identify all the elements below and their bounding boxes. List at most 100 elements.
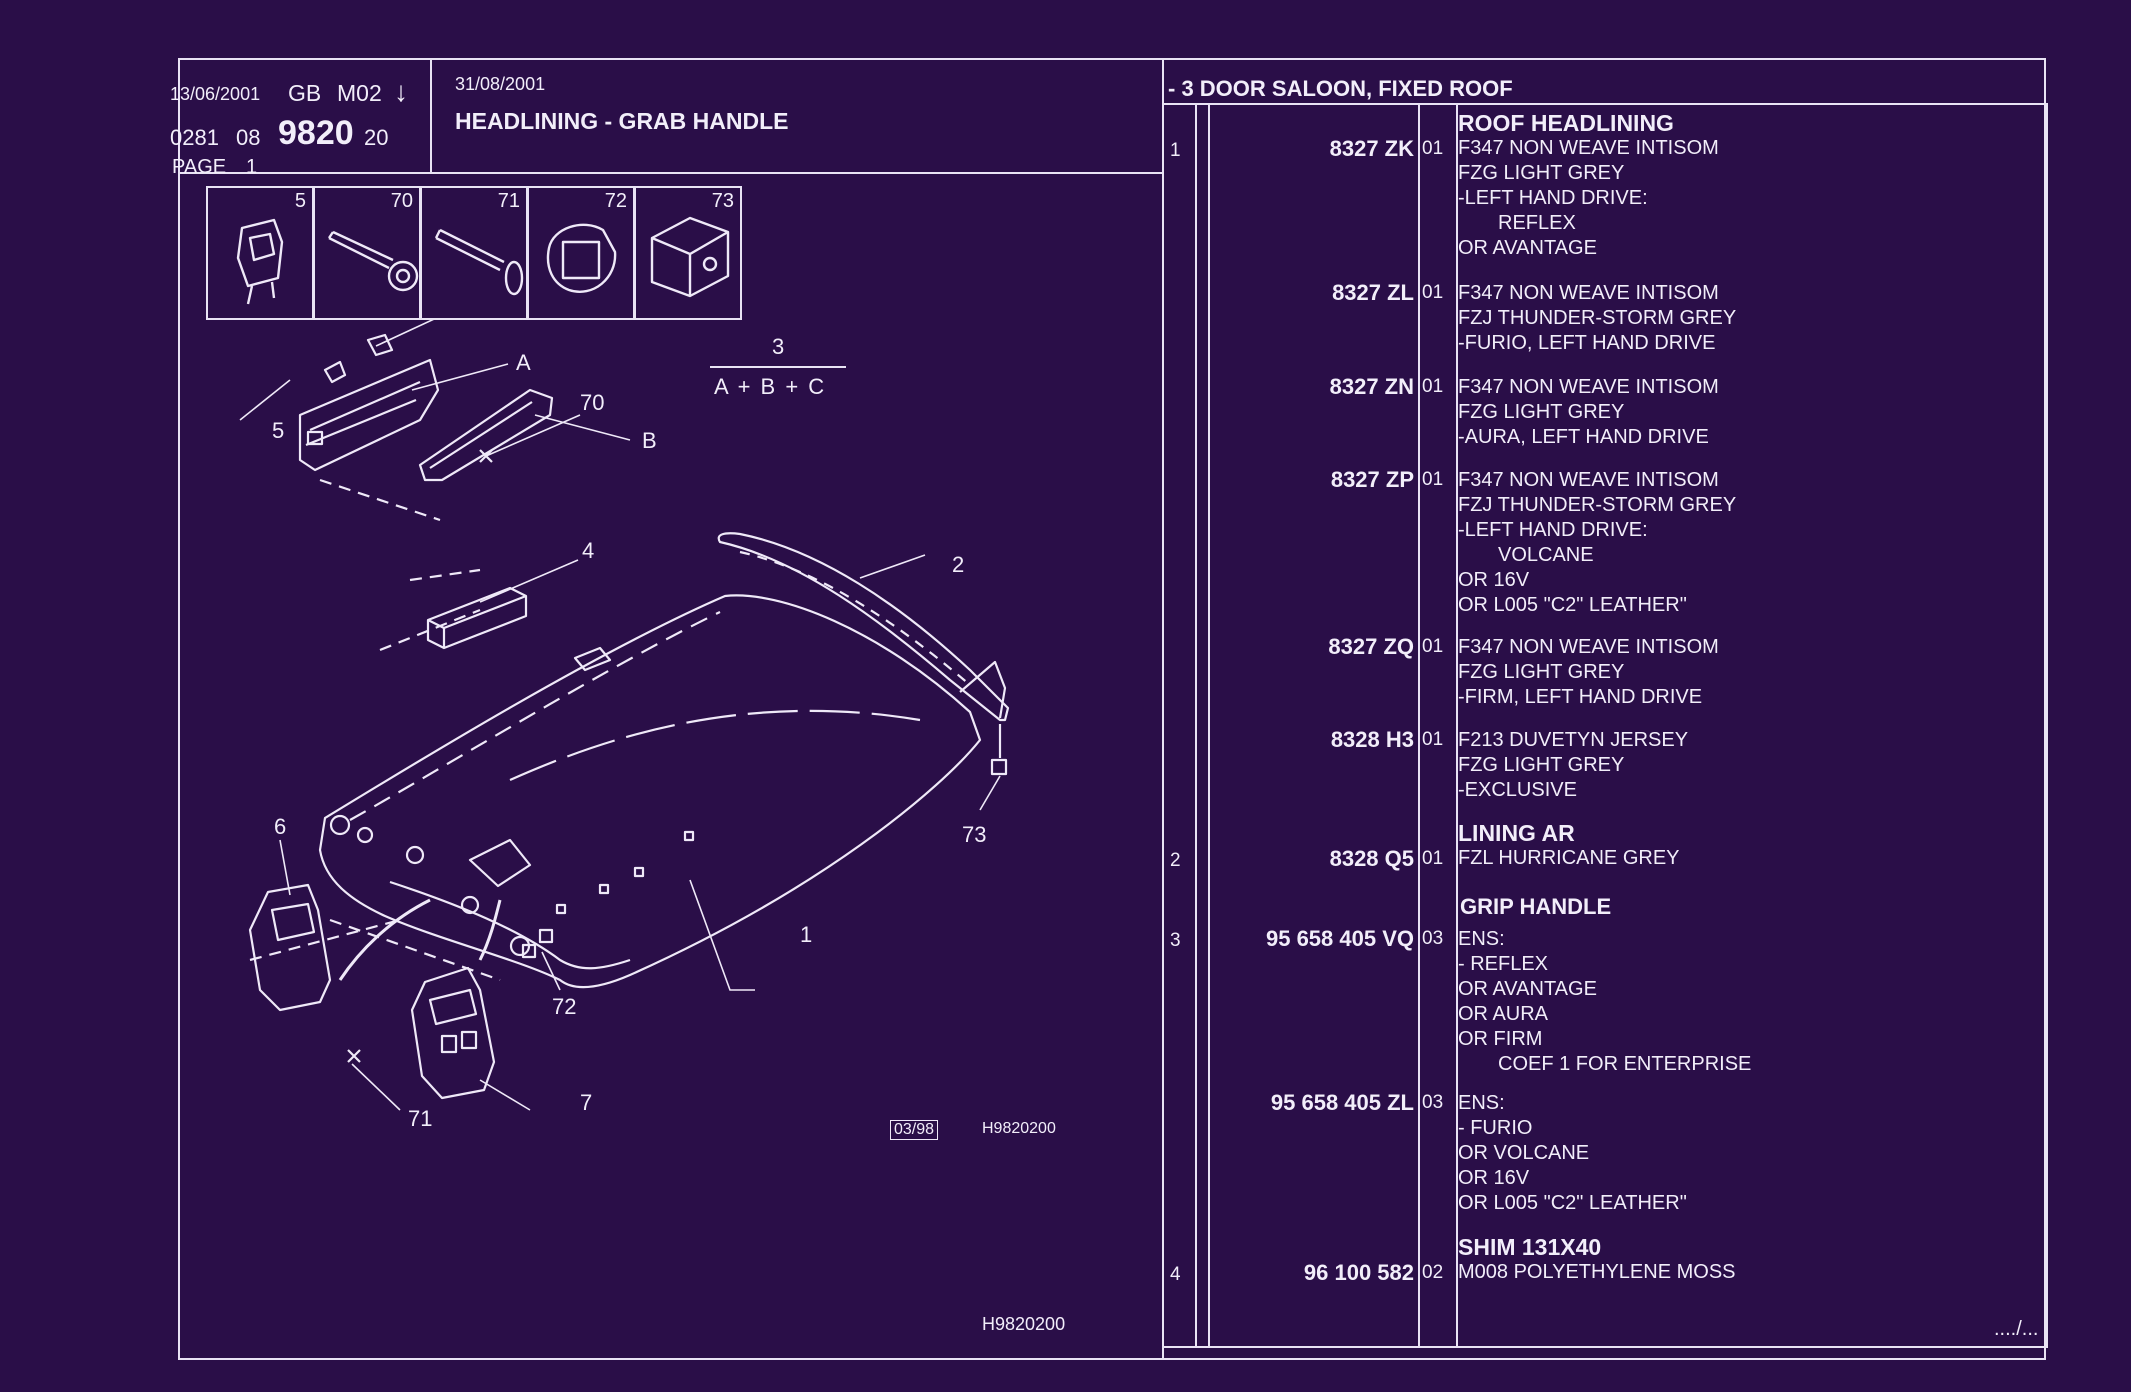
part-description-line: M008 POLYETHYLENE MOSS xyxy=(1458,1261,1736,1283)
part-description-line: -AURA, LEFT HAND DRIVE xyxy=(1458,426,1709,448)
ref-col-divider xyxy=(1208,103,1210,1348)
code-c: 20 xyxy=(364,125,389,150)
part-description-line: OR VOLCANE xyxy=(1458,1142,1590,1164)
page-title: HEADLINING - GRAB HANDLE xyxy=(455,108,789,134)
part-description-line: OR AVANTAGE xyxy=(1458,978,1597,1000)
page-frame xyxy=(178,58,2046,1360)
clip-block-icon xyxy=(650,216,730,298)
grab-handle-7 xyxy=(410,966,496,1100)
page-label: PAGE xyxy=(172,156,227,178)
part-reference: 95 658 405 ZL xyxy=(1270,1090,1414,1115)
label-2: 2 xyxy=(952,552,964,577)
label-72: 72 xyxy=(552,994,576,1019)
formula-bar xyxy=(710,366,846,368)
drawing-reference: H9820200 xyxy=(982,1120,1056,1137)
icon-number: 5 xyxy=(294,190,306,212)
quantity: 01 xyxy=(1422,469,1444,490)
part-reference: 8328 H3 xyxy=(1330,727,1414,752)
quantity: 02 xyxy=(1422,1262,1444,1283)
part-reference: 8327 ZQ xyxy=(1328,634,1414,659)
item-number: 4 xyxy=(1170,1264,1181,1285)
page-center-divider xyxy=(1162,58,1164,1360)
part-description-line: VOLCANE xyxy=(1498,544,1594,566)
right-header-divider xyxy=(1162,103,2046,105)
part-reference: 8327 ZL xyxy=(1332,280,1414,305)
part-description-line: OR L005 "C2" LEATHER" xyxy=(1458,1192,1687,1214)
part-description-line: REFLEX xyxy=(1498,212,1576,234)
date-right: 31/08/2001 xyxy=(455,74,546,94)
continued-marker: ..../... xyxy=(1994,1318,2039,1340)
down-arrow-icon: ↓ xyxy=(394,76,408,107)
part-description-line: FZG LIGHT GREY xyxy=(1458,162,1625,184)
code-a: 0281 xyxy=(170,125,219,150)
quantity: 01 xyxy=(1422,729,1444,750)
quantity: 01 xyxy=(1422,138,1444,159)
part-description-line: -LEFT HAND DRIVE: xyxy=(1458,187,1648,209)
item-col-divider xyxy=(1195,103,1197,1348)
item-number: 3 xyxy=(1170,930,1181,951)
part-description-line: OR L005 "C2" LEATHER" xyxy=(1458,594,1687,616)
shim-4 xyxy=(426,586,528,650)
qty-col-divider-left xyxy=(1418,103,1420,1348)
formula: A + B + C xyxy=(714,374,827,399)
cap-icon xyxy=(546,223,617,293)
part-description-line: COEF 1 FOR ENTERPRISE xyxy=(1498,1053,1752,1075)
body-type: - 3 DOOR SALOON, FIXED ROOF xyxy=(1168,76,1513,101)
label-71: 71 xyxy=(408,1106,432,1131)
icon-number: 72 xyxy=(604,190,627,212)
footer-code: H9820200 xyxy=(982,1314,1066,1334)
label-7: 7 xyxy=(580,1090,592,1115)
part-reference: 8327 ZP xyxy=(1330,467,1414,492)
icon-number: 70 xyxy=(390,190,413,212)
part-description-line: ENS: xyxy=(1458,928,1505,950)
icon-box-71: 71 xyxy=(420,186,528,320)
part-title: SHIM 131X40 xyxy=(1458,1234,1602,1260)
part-description-line: F347 NON WEAVE INTISOM xyxy=(1458,469,1719,491)
label-c: C xyxy=(452,320,468,321)
part-title: ROOF HEADLINING xyxy=(1458,110,1674,136)
rear-lining-strip xyxy=(717,532,1010,722)
grab-handle-6 xyxy=(248,883,332,1012)
part-reference: 8327 ZK xyxy=(1329,136,1414,161)
part-description-line: F347 NON WEAVE INTISOM xyxy=(1458,376,1719,398)
part-description-line: F347 NON WEAVE INTISOM xyxy=(1458,636,1719,658)
item-number: 1 xyxy=(1170,140,1181,161)
market-code: GB xyxy=(288,80,322,106)
desc-right-edge xyxy=(2046,103,2048,1348)
label-a: A xyxy=(516,350,531,375)
screw-icon xyxy=(328,230,419,292)
formula-number: 3 xyxy=(772,334,785,359)
part-description-line: OR 16V xyxy=(1458,1167,1530,1189)
code-b: 08 xyxy=(236,125,261,150)
icon-box-73: 73 xyxy=(634,186,742,320)
part-description-line: FZJ THUNDER-STORM GREY xyxy=(1458,307,1737,329)
icon-number: 71 xyxy=(497,190,520,212)
quantity: 01 xyxy=(1422,376,1444,397)
label-70: 70 xyxy=(580,390,604,415)
part-description-line: - REFLEX xyxy=(1458,953,1549,975)
part-group-heading: GRIP HANDLE xyxy=(1460,894,1612,919)
part-description-line: -EXCLUSIVE xyxy=(1458,779,1577,801)
drawing-stamp: 03/98 xyxy=(890,1120,939,1140)
screw-long-icon xyxy=(434,228,524,296)
icon-number: 73 xyxy=(711,190,734,212)
quantity: 01 xyxy=(1422,282,1444,303)
label-1: 1 xyxy=(800,922,812,947)
part-description-line: F347 NON WEAVE INTISOM xyxy=(1458,137,1719,159)
table-bottom xyxy=(1162,1346,2046,1348)
item-number: 2 xyxy=(1170,850,1181,871)
icon-box-5: 5 xyxy=(206,186,314,320)
part-description-line: FZG LIGHT GREY xyxy=(1458,661,1625,683)
header-split xyxy=(430,58,432,174)
part-description-line: ENS: xyxy=(1458,1092,1505,1114)
cap-c xyxy=(366,333,394,357)
part-description-line: -FURIO, LEFT HAND DRIVE xyxy=(1458,332,1716,354)
label-6: 6 xyxy=(274,814,286,839)
part-description-line: FZG LIGHT GREY xyxy=(1458,754,1625,776)
part-reference: 95 658 405 VQ xyxy=(1265,926,1414,951)
roof-headlining xyxy=(318,594,982,989)
model-code: M02 xyxy=(337,80,382,106)
date-left: 13/06/2001 xyxy=(170,84,261,104)
part-description-line: OR 16V xyxy=(1458,569,1530,591)
label-73: 73 xyxy=(962,822,986,847)
